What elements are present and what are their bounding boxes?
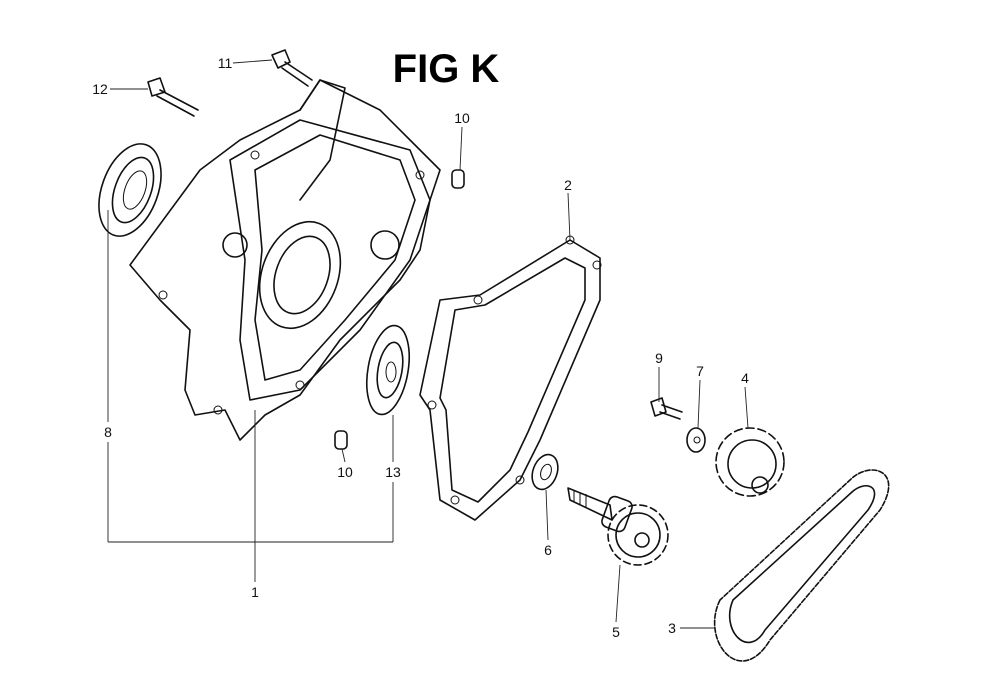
callout-13: 13 — [385, 464, 401, 480]
callout-1: 1 — [251, 584, 259, 600]
callout-3: 3 — [668, 620, 676, 636]
callout-10-bottom: 10 — [337, 464, 353, 480]
part-chain-3 — [713, 469, 890, 662]
leader-lines — [107, 59, 749, 629]
part-dowel-pin-10-top — [451, 169, 465, 189]
callout-4: 4 — [741, 370, 749, 386]
callout-11: 11 — [218, 55, 233, 71]
part-sprocket-shaft-5 — [567, 487, 669, 566]
part-bolt-9 — [650, 397, 683, 420]
callout-6: 6 — [544, 542, 552, 558]
part-bolt-12 — [147, 77, 199, 117]
part-dowel-pin-10-bottom — [334, 430, 348, 450]
callout-9: 9 — [655, 350, 663, 366]
callout-12: 12 — [92, 81, 108, 97]
part-gasket-2 — [419, 235, 602, 521]
callout-10-top: 10 — [454, 110, 470, 126]
part-oil-seal-8 — [98, 143, 162, 237]
callout-labels: 11 12 10 10 2 8 13 1 9 7 4 6 5 3 — [92, 55, 749, 640]
callout-2: 2 — [564, 177, 572, 193]
part-housing-1 — [129, 79, 441, 441]
callout-8: 8 — [104, 424, 112, 440]
callout-7: 7 — [696, 363, 704, 379]
part-washer-6 — [531, 453, 559, 491]
part-sprocket-4 — [715, 427, 785, 497]
part-bolt-11 — [271, 49, 313, 87]
figure-title: FIG K — [393, 47, 500, 91]
part-bearing-13 — [366, 324, 410, 416]
part-washer-7 — [686, 427, 706, 453]
callout-5: 5 — [612, 624, 620, 640]
